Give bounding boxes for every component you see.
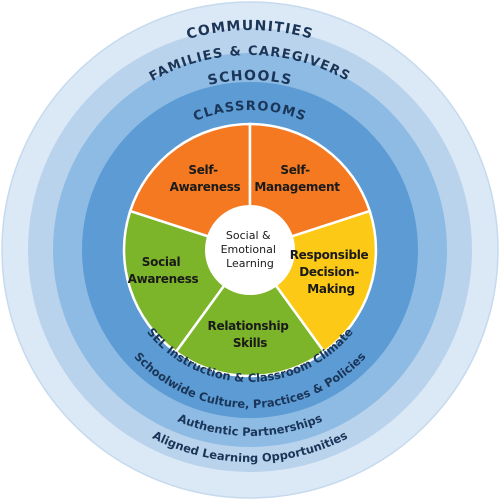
label-responsible-decision-making: Responsible Decision- Making	[290, 248, 373, 296]
label-relationship-skills: Relationship Skills	[208, 319, 293, 350]
label-self-management: Self- Management	[254, 163, 340, 194]
center-circle	[205, 205, 295, 295]
center-label: Social & Emotional Learning	[221, 229, 280, 270]
label-self-awareness: Self- Awareness	[170, 163, 241, 194]
wedge-relationship-skills	[174, 247, 326, 378]
label-social-awareness: Social Awareness	[128, 255, 199, 286]
